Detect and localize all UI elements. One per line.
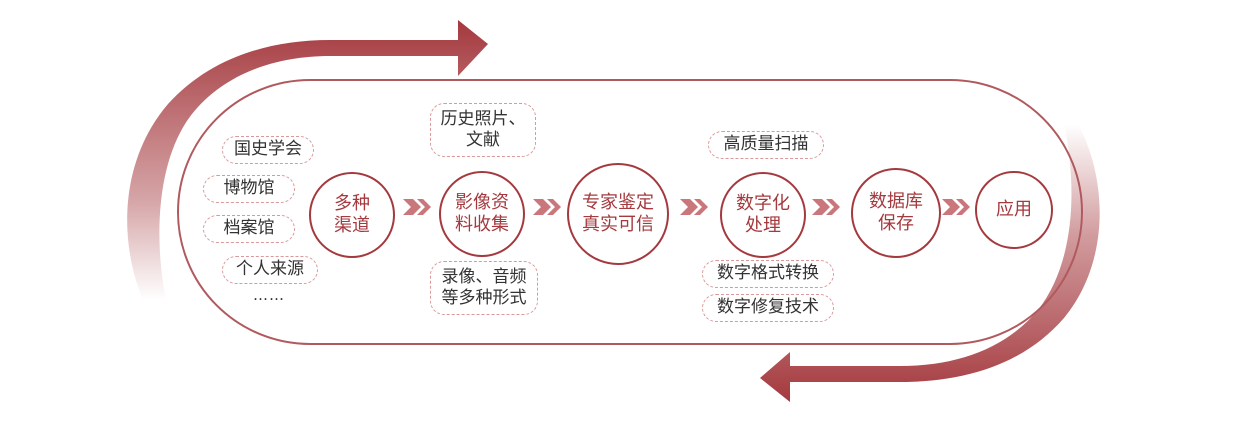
source-pill-national-history-society: 国史学会 — [222, 136, 314, 164]
node-label-line2: 处理 — [745, 215, 781, 236]
method-label: 高质量扫描 — [723, 134, 809, 155]
source-pill-museum: 博物馆 — [203, 175, 295, 203]
source-label: 档案馆 — [223, 218, 275, 239]
method-label: 数字修复技术 — [717, 297, 819, 318]
node-application: 应用 — [975, 171, 1053, 249]
chevron-right-icon — [533, 199, 561, 215]
node-multiple-channels: 多种 渠道 — [309, 172, 395, 258]
node-label-line1: 多种 — [334, 193, 370, 215]
form-label-line2: 等多种形式 — [441, 288, 527, 308]
chevron-right-icon — [812, 199, 840, 215]
source-label: 个人来源 — [236, 259, 304, 280]
method-pill-format-conversion: 数字格式转换 — [702, 260, 834, 288]
node-label-line1: 影像资 — [455, 192, 509, 214]
node-label-line2: 真实可信 — [582, 214, 654, 235]
source-pill-archive: 档案馆 — [203, 215, 295, 243]
method-pill-high-quality-scan: 高质量扫描 — [708, 131, 824, 159]
node-label-line1: 数据库 — [869, 191, 923, 213]
process-stadium-outline — [177, 79, 1083, 345]
cycle-arrow-bottom-right — [760, 124, 1100, 402]
node-label-line1: 应用 — [996, 199, 1032, 221]
sources-ellipsis: …… — [253, 286, 285, 304]
node-image-collection: 影像资 料收集 — [439, 171, 525, 257]
form-label-line2: 文献 — [466, 130, 500, 150]
form-label-line1: 历史照片、 — [440, 108, 526, 129]
node-expert-authentication: 专家鉴定 真实可信 — [567, 163, 669, 265]
form-label-line1: 录像、音频 — [441, 266, 527, 287]
method-pill-digital-restoration: 数字修复技术 — [702, 294, 834, 322]
node-label-line1: 数字化 — [736, 193, 790, 215]
chevron-right-icon — [680, 199, 708, 215]
node-database-storage: 数据库 保存 — [851, 168, 941, 258]
chevron-right-icon — [403, 199, 431, 215]
node-label-line2: 保存 — [878, 213, 914, 234]
chevron-right-icon — [942, 199, 970, 215]
source-label: 博物馆 — [223, 178, 275, 199]
method-label: 数字格式转换 — [717, 263, 819, 284]
form-pill-photos-documents: 历史照片、 文献 — [430, 103, 536, 157]
form-pill-video-audio: 录像、音频 等多种形式 — [430, 261, 538, 315]
node-digitization: 数字化 处理 — [720, 172, 806, 258]
node-label-line1: 专家鉴定 — [582, 192, 654, 214]
source-label: 国史学会 — [234, 139, 302, 160]
node-label-line2: 渠道 — [334, 215, 370, 236]
source-pill-personal: 个人来源 — [222, 256, 318, 284]
cycle-arrow-top-left — [127, 20, 489, 300]
node-label-line2: 料收集 — [455, 214, 509, 235]
